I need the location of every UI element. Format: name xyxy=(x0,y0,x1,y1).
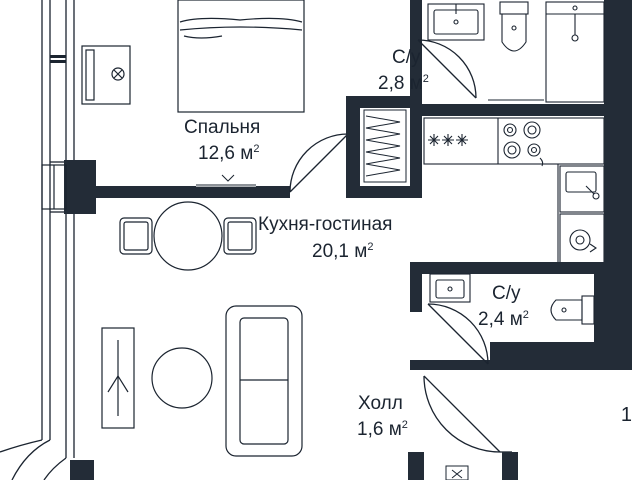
door-swing-icon xyxy=(423,375,512,453)
room-name-bath-top: С/у xyxy=(392,47,421,68)
pillar-left-bottom xyxy=(70,460,94,480)
entry-fixture xyxy=(445,465,469,480)
bath-right-wall-bottom-left xyxy=(410,360,494,370)
wardrobe-icon xyxy=(363,109,407,183)
toilet-icon xyxy=(499,1,529,52)
room-name-kitchen-living: Кухня-гостиная xyxy=(258,214,393,235)
sink-icon xyxy=(429,273,471,303)
area-unit-sup: 2 xyxy=(367,241,374,253)
room-area-kitchen-living: 20,1 м2 xyxy=(312,241,374,262)
coffee-table-icon xyxy=(151,347,213,409)
shaft-wall-top xyxy=(346,96,422,108)
kitchen-sink-icon xyxy=(559,165,605,213)
hall-wall-bottom-left xyxy=(408,452,424,480)
kitchen-wall-right-fill xyxy=(604,116,632,266)
bedroom-wall xyxy=(94,186,290,198)
bath-top-wall-bottom xyxy=(410,104,632,116)
shaft-wall-bottom xyxy=(346,186,422,198)
pillar-left xyxy=(64,160,96,214)
shower-icon xyxy=(545,1,605,103)
room-area-bath-top: 2,8 м2 xyxy=(378,73,429,94)
double-bed-icon xyxy=(177,0,305,113)
room-area-bath-right: 2,4 м2 xyxy=(478,309,529,330)
bath-right-wall-bottom xyxy=(490,342,632,370)
room-name-hall: Холл xyxy=(358,393,403,414)
stove-icon xyxy=(503,121,544,167)
bath-top-wall-right xyxy=(604,0,632,116)
bath-right-wall-left xyxy=(410,262,422,312)
area-value: 2,8 м xyxy=(378,73,423,94)
area-unit-sup: 2 xyxy=(422,73,429,85)
window-icon xyxy=(41,164,67,210)
toilet-icon xyxy=(550,295,595,325)
tv-stand-icon xyxy=(101,327,135,429)
area-value: 20,1 м xyxy=(312,241,368,262)
area-value: 1,6 м xyxy=(357,419,402,440)
room-area-bedroom: 12,6 м2 xyxy=(198,143,260,164)
area-unit-sup: 2 xyxy=(401,419,408,431)
bath-right-wall-top xyxy=(410,262,632,274)
shelf-icon xyxy=(428,134,468,146)
door-swing-icon xyxy=(427,303,489,365)
shaft-wall-right xyxy=(410,96,422,198)
sink-icon xyxy=(427,3,485,41)
room-area-hall: 1,6 м2 xyxy=(357,419,408,440)
nightstand-icon xyxy=(81,45,131,105)
sofa-icon xyxy=(225,305,303,457)
door-swing-icon xyxy=(289,133,349,193)
page-edge-number: 1 xyxy=(620,404,632,426)
room-name-bedroom: Спальня xyxy=(184,117,261,138)
area-unit-sup: 2 xyxy=(253,143,260,155)
bath-top-wall-left xyxy=(410,0,422,100)
area-unit-sup: 2 xyxy=(522,309,529,321)
room-name-bath-right: С/у xyxy=(492,283,521,304)
area-value: 12,6 м xyxy=(198,143,254,164)
wall-vent xyxy=(196,174,256,186)
window-icon xyxy=(50,55,66,63)
shaft-wall-left xyxy=(346,96,360,198)
dining-table-icon xyxy=(119,201,257,271)
area-value: 2,4 м xyxy=(478,309,523,330)
door-swing-icon xyxy=(417,39,477,99)
washer-icon xyxy=(559,213,605,265)
hall-wall-bottom-right xyxy=(502,452,518,480)
left-window-wall xyxy=(0,0,75,480)
